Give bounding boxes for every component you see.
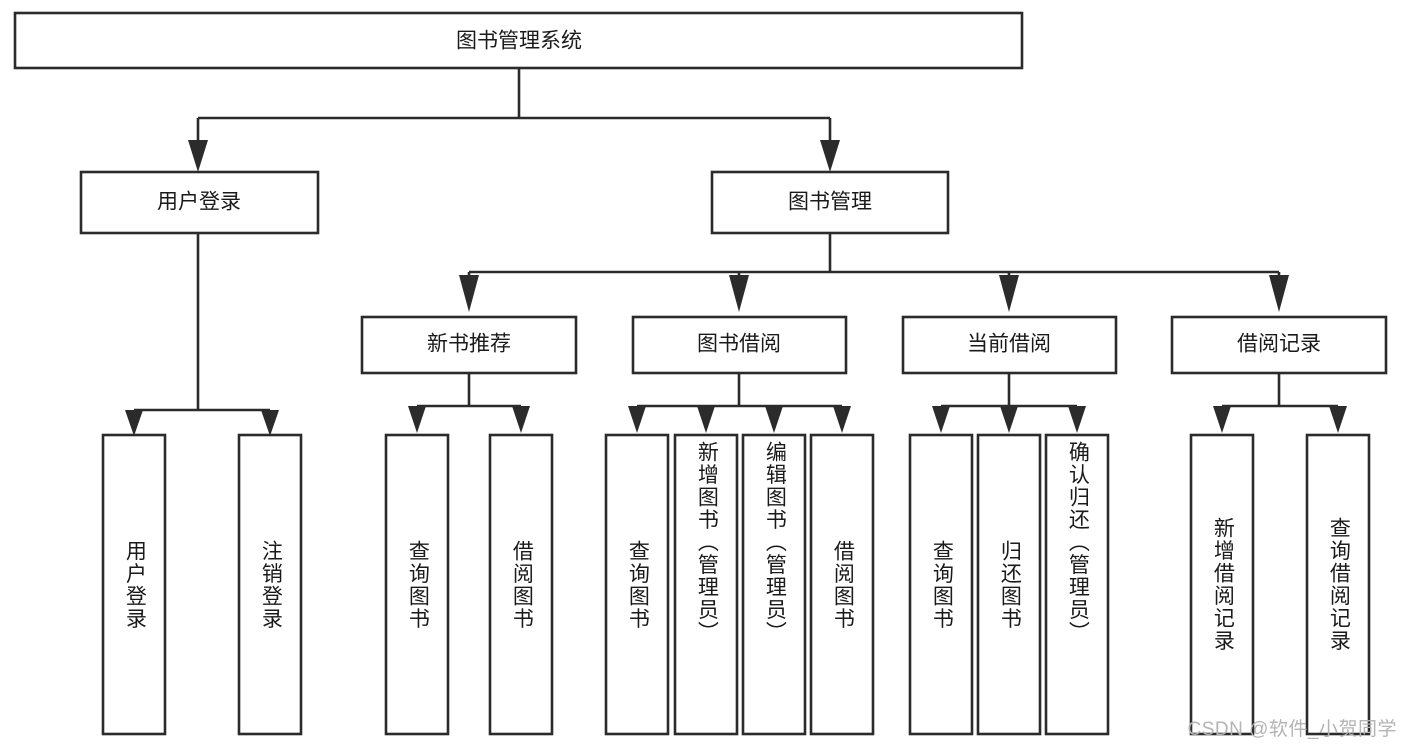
arrow-bookborrow-leaf-1 <box>628 406 646 433</box>
node-leaf-add-book[interactable] <box>673 433 739 736</box>
node-leaf-query-borrow-record[interactable] <box>1305 433 1371 736</box>
node-leaf-user-login[interactable] <box>101 433 167 736</box>
label-book-management-system: 图书管理系统 <box>456 30 582 53</box>
arrow-currentborrow-leaf-1 <box>932 406 950 433</box>
node-leaf-borrow-book-1[interactable] <box>488 433 554 736</box>
arrow-bookmgmt-to-borrowrecord <box>1269 275 1289 312</box>
label-current-borrow: 当前借阅 <box>967 333 1051 356</box>
node-leaf-confirm-return[interactable] <box>1044 433 1110 736</box>
node-leaf-query-book-1[interactable] <box>384 433 450 736</box>
arrow-root-to-bookmgmt <box>820 140 840 172</box>
arrow-bookmgmt-to-newbook <box>459 275 479 312</box>
node-leaf-query-book-2[interactable] <box>604 433 670 736</box>
arrow-newbook-leaf-1 <box>408 406 426 433</box>
arrow-userlogin-leaf-1 <box>125 410 143 436</box>
arrow-root-to-userlogin <box>188 140 208 172</box>
node-new-book-recommend[interactable] <box>360 315 578 375</box>
node-leaf-edit-book[interactable] <box>741 433 807 736</box>
label-book-borrow: 图书借阅 <box>697 333 781 356</box>
node-leaf-borrow-book-2[interactable] <box>809 433 875 736</box>
node-leaf-return-book[interactable] <box>976 433 1042 736</box>
arrow-userlogin-leaf-2 <box>261 410 279 436</box>
arrow-borrowrecord-leaf-1 <box>1213 406 1231 433</box>
node-leaf-query-book-3[interactable] <box>908 433 974 736</box>
arrow-bookmgmt-to-currentborrow <box>999 275 1019 312</box>
node-layer: 图书管理系统 用户登录 图书管理 新书推荐 图书借阅 当前借阅 借阅记录 <box>13 11 1388 736</box>
node-book-management-system[interactable] <box>13 11 1024 70</box>
node-borrow-record[interactable] <box>1170 315 1388 375</box>
node-book-management[interactable] <box>710 170 950 235</box>
label-new-book-recommend: 新书推荐 <box>427 333 511 356</box>
node-current-borrow[interactable] <box>901 315 1118 375</box>
arrow-currentborrow-leaf-2 <box>1000 406 1018 433</box>
node-leaf-logout-login[interactable] <box>237 433 303 736</box>
csdn-watermark: CSDN @软件_小贺同学 <box>1187 719 1397 740</box>
arrow-bookborrow-leaf-3 <box>765 406 783 433</box>
arrow-bookmgmt-to-bookborrow <box>729 275 749 312</box>
arrow-bookborrow-leaf-4 <box>833 406 851 433</box>
arrow-borrowrecord-leaf-2 <box>1329 406 1347 433</box>
node-user-login[interactable] <box>79 170 320 235</box>
arrow-bookborrow-leaf-2 <box>697 406 715 433</box>
arrow-currentborrow-leaf-3 <box>1068 406 1086 433</box>
label-user-login: 用户登录 <box>157 191 241 214</box>
connector-layer <box>125 68 1347 436</box>
label-borrow-record: 借阅记录 <box>1237 333 1321 356</box>
node-book-borrow[interactable] <box>631 315 848 375</box>
arrow-newbook-leaf-2 <box>512 406 530 433</box>
node-leaf-add-borrow-record[interactable] <box>1189 433 1255 736</box>
label-book-management: 图书管理 <box>788 191 872 214</box>
